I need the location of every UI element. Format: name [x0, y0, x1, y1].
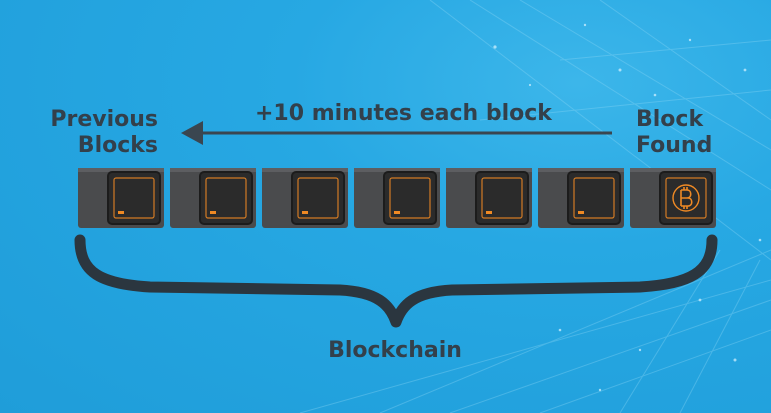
previous-block	[78, 168, 164, 228]
previous-block	[538, 168, 624, 228]
indicator-light	[210, 211, 216, 214]
previous-block	[354, 168, 440, 228]
bitcoin-icon	[672, 184, 700, 212]
previous-block	[262, 168, 348, 228]
indicator-light	[394, 211, 400, 214]
found-label-line1: Block	[636, 107, 704, 132]
previous-blocks-label: Previous Blocks	[38, 107, 158, 159]
found-block	[630, 168, 716, 228]
previous-label-line2: Blocks	[77, 133, 158, 158]
block-found-label: Block Found	[636, 107, 726, 159]
previous-block	[446, 168, 532, 228]
time-interval-label: +10 minutes each block	[255, 101, 552, 126]
indicator-light	[578, 211, 584, 214]
indicator-light	[118, 211, 124, 214]
blockchain-label: Blockchain	[328, 338, 462, 363]
indicator-light	[486, 211, 492, 214]
indicator-light	[302, 211, 308, 214]
previous-label-line1: Previous	[50, 107, 158, 132]
found-label-line2: Found	[636, 133, 713, 158]
previous-block	[170, 168, 256, 228]
